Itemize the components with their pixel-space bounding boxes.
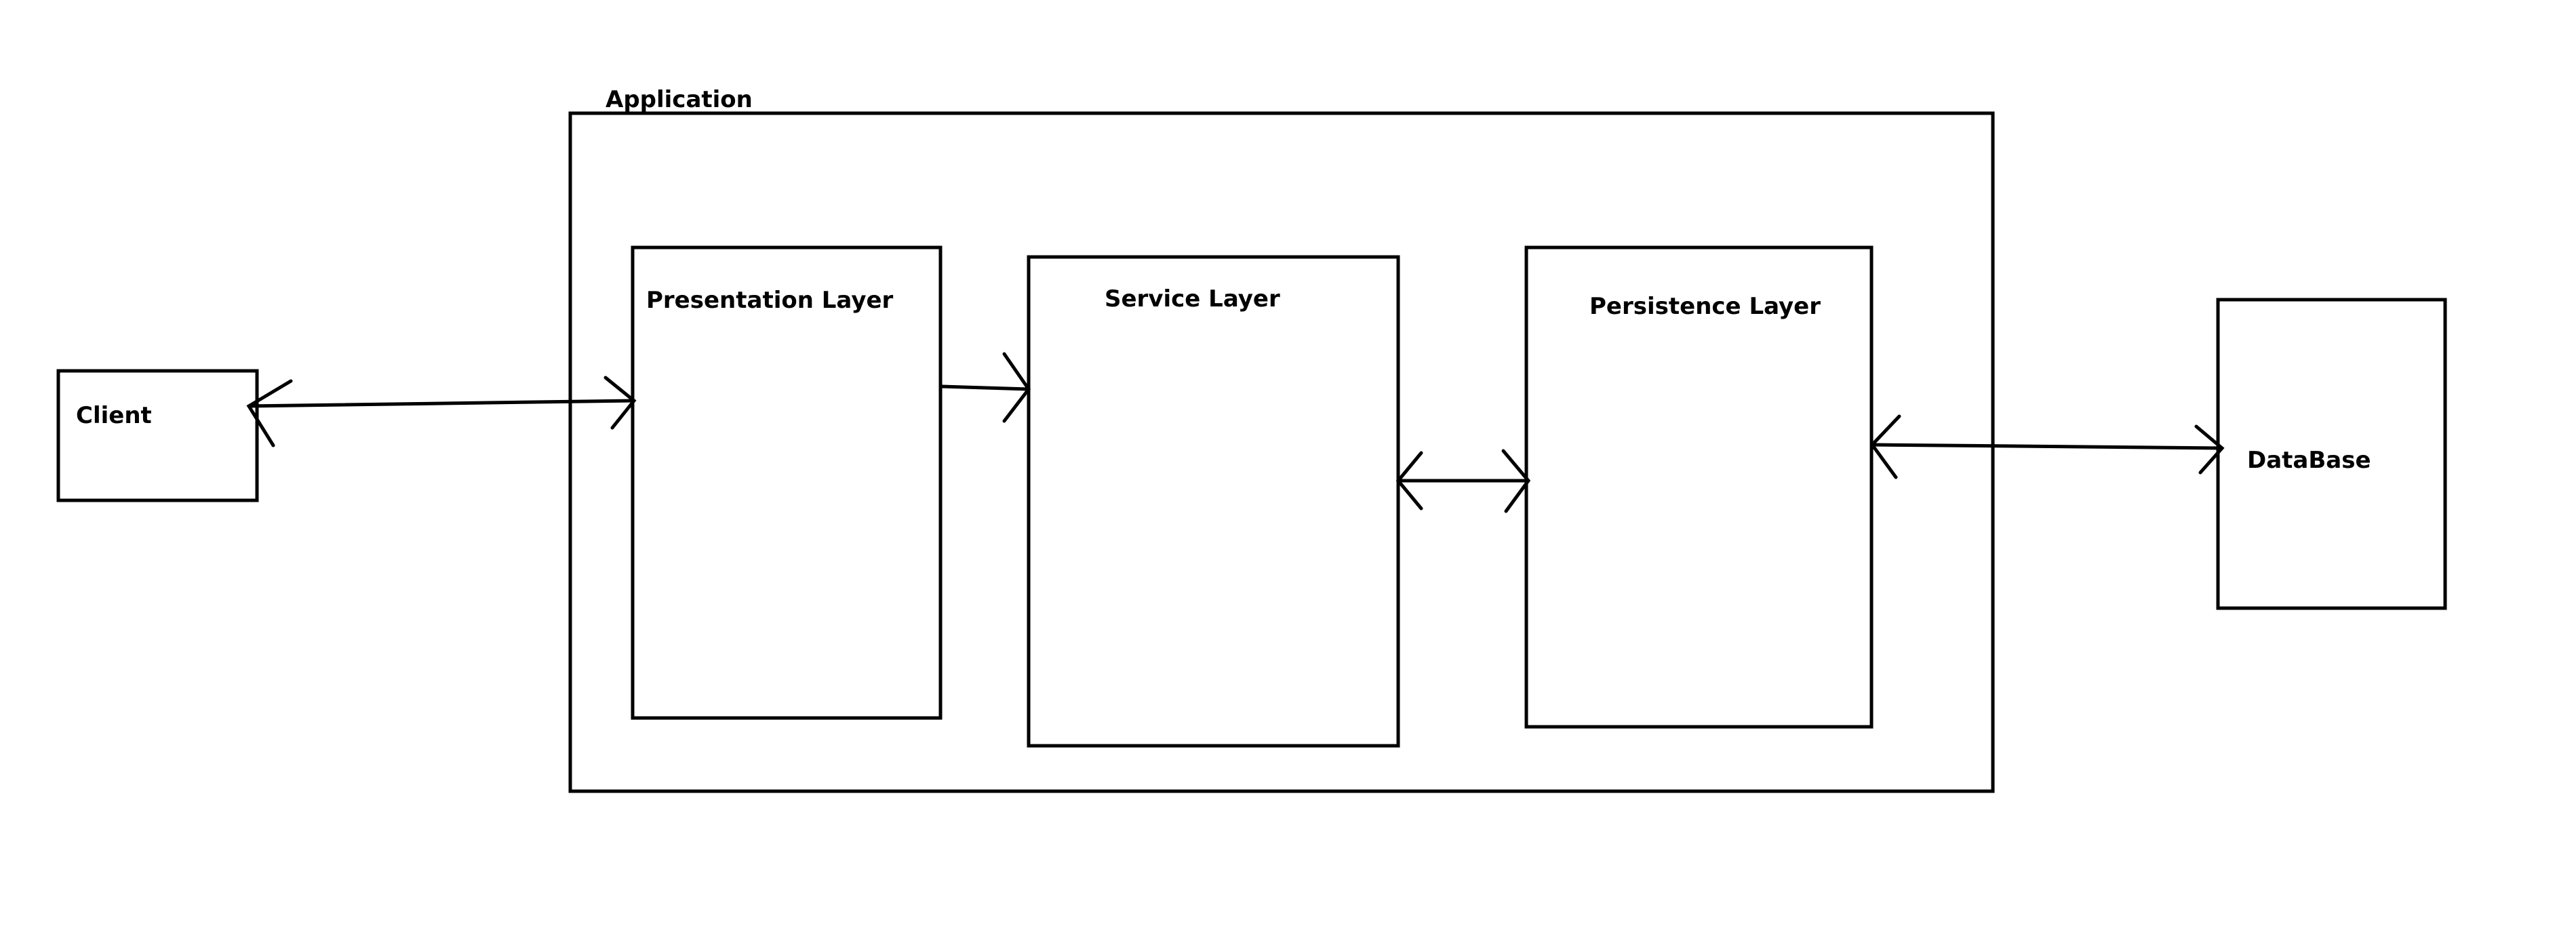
service-layer-label: Service Layer — [1105, 285, 1280, 313]
presentation-service-connector — [939, 352, 1031, 423]
presentation-layer-box — [631, 245, 943, 720]
persistence-layer-label: Persistence Layer — [1589, 293, 1821, 320]
arrowhead-left-icon — [246, 379, 293, 447]
arrowhead-right-icon — [603, 376, 637, 430]
service-layer-node: Service Layer — [1027, 255, 1400, 748]
client-node: Client — [56, 369, 259, 502]
connector-line — [1870, 443, 2224, 450]
arrowhead-left-icon — [1395, 451, 1423, 511]
presentation-layer-label: Presentation Layer — [646, 287, 894, 314]
database-box — [2216, 298, 2447, 610]
application-container: Application — [568, 86, 1995, 793]
service-persistence-connector — [1395, 449, 1531, 513]
database-node: DataBase — [2216, 298, 2447, 610]
connector-line — [247, 399, 636, 408]
persistence-database-connector — [1869, 414, 2225, 479]
persistence-layer-node: Persistence Layer — [1524, 245, 1874, 729]
application-container-label: Application — [606, 86, 753, 113]
arrowhead-right-icon — [1501, 449, 1531, 513]
arrowhead-right-icon — [2194, 424, 2225, 475]
application-container-border — [568, 111, 1995, 793]
client-presentation-connector — [246, 376, 637, 447]
presentation-layer-node: Presentation Layer — [631, 245, 943, 720]
database-label: DataBase — [2247, 447, 2371, 474]
arrowhead-right-icon — [1002, 352, 1031, 423]
client-box — [56, 369, 259, 502]
client-label: Client — [76, 402, 152, 429]
service-layer-box — [1027, 255, 1400, 748]
connector-line — [939, 384, 1031, 391]
arrowhead-left-icon — [1869, 414, 1901, 479]
persistence-layer-box — [1524, 245, 1874, 729]
